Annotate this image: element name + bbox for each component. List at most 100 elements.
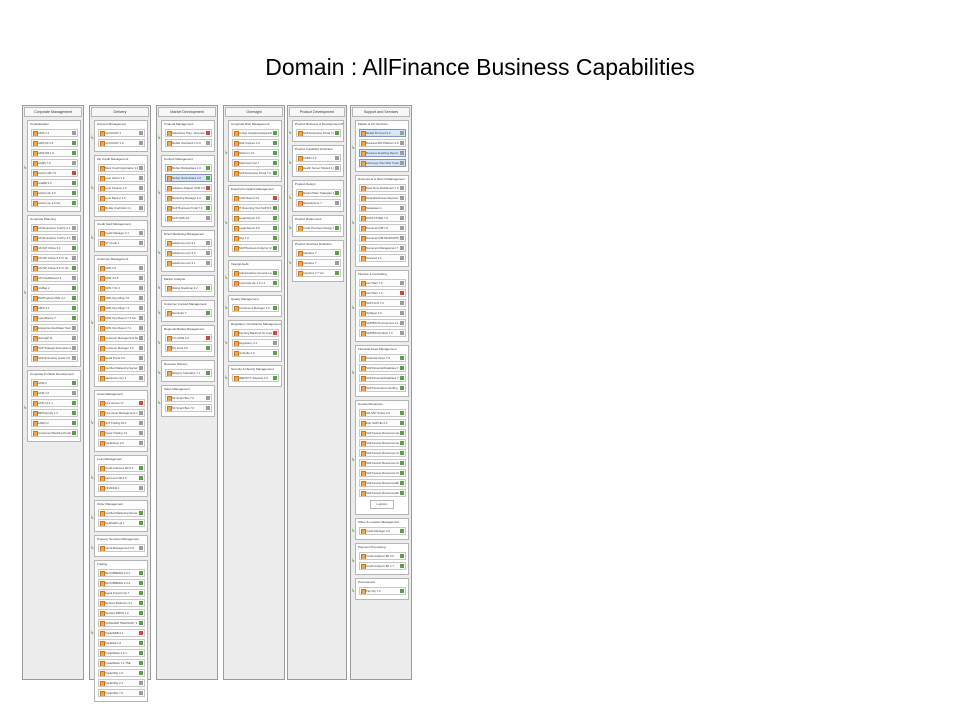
capability-item[interactable]: Renbert RMSS 1.0 [98, 609, 145, 617]
capability-item[interactable]: salesforce.com 5.1 [165, 239, 212, 247]
capability-item[interactable]: SF Smart Bus 7.0 [165, 394, 212, 402]
capability-item[interactable]: Equal Franch Inst 7 [98, 589, 145, 597]
capability-item[interactable]: SAP/BW Procurement 4.1 [359, 319, 406, 327]
capability-item[interactable]: CRM Opp Mngt 7.0 [98, 294, 145, 302]
capability-item[interactable]: Capridex 7 7 Ver [296, 269, 341, 277]
capability-item[interactable]: SUNGARD TREASURY 1.0 [98, 619, 145, 627]
capability-item[interactable]: Business Enabling Report 7.0 [359, 149, 406, 157]
capability-item[interactable]: CRM Opp Report 7.1 [98, 324, 145, 332]
capability-item[interactable]: Customer Management Manager 1 [98, 334, 145, 342]
logistics-box[interactable]: Logistics [370, 500, 394, 509]
capability-item[interactable]: Reg 1.0 [232, 234, 279, 242]
capability-item[interactable]: RiskCon 1.0 [232, 149, 279, 157]
capability-item[interactable]: salesforce.com 9 [98, 374, 145, 382]
capability-item[interactable]: SAP Business Portal 7.0 [165, 204, 212, 212]
capability-item[interactable]: Rating Roadmap 4.2 [165, 284, 212, 292]
capability-item[interactable]: BizzProduce PRE 4.2 [31, 294, 78, 302]
capability-item[interactable]: SAP Strategic Enterprise Management - Bu… [31, 344, 78, 352]
capability-item[interactable]: TradeMarks 7.1 TSE [98, 659, 145, 667]
capability-item[interactable]: Accbrs GL 2.0 Git [31, 199, 78, 207]
capability-item[interactable]: Mobile Marketplace 1.0 [165, 164, 212, 172]
capability-item[interactable]: Manufacturer 7 [296, 199, 341, 207]
capability-item[interactable]: plannigP 11 [31, 334, 78, 342]
capability-item[interactable]: NT Credit 1 [98, 239, 145, 247]
capability-item[interactable]: Document DB MGROOPS 7.0 [359, 234, 406, 242]
capability-item[interactable]: Enterprise DecMaker Stein 7 [31, 324, 78, 332]
capability-item[interactable]: CRM Opp Report 7.0 Ver [98, 314, 145, 322]
capability-item[interactable]: Data Store Dashboard 7.0 [359, 184, 406, 192]
capability-item[interactable]: IDENTITY Advance 1.0 [232, 374, 279, 382]
capability-item[interactable]: CRM 7.01 2 [98, 284, 145, 292]
capability-item[interactable]: Reminder 7 [165, 309, 212, 317]
capability-item[interactable]: Exchange Plan Risk Tracks 9.4 [359, 159, 406, 167]
capability-item[interactable]: Mobile BI Cloud 9.0 [359, 129, 406, 137]
capability-item[interactable]: Investment Banking Portal 1.2 [31, 429, 78, 437]
capability-item[interactable]: Salesforce Tiles - Extension 7.0 [165, 129, 212, 137]
capability-item[interactable]: ASI SP Online 8.5 CI Git [31, 264, 78, 272]
capability-item[interactable]: Acc Plant 7.0 [359, 289, 406, 297]
capability-item[interactable]: Capridex 7 [296, 249, 341, 257]
capability-item[interactable]: AmBap 2 [31, 284, 78, 292]
capability-item[interactable]: SAP Financial Database 7.0 [359, 364, 406, 372]
capability-item[interactable]: SAP Human Resources/Business Data [359, 479, 406, 487]
capability-item[interactable]: SAP/BW Portfolio 7.0 [359, 329, 406, 337]
capability-item[interactable]: Renbert Platforms 2.1 [98, 599, 145, 607]
capability-item[interactable]: Credit Manager 2.0 [359, 527, 406, 535]
capability-item[interactable]: Fine Assure 17 [98, 399, 145, 407]
capability-item[interactable]: Credit Analyzer 8D 1.7 [359, 562, 406, 570]
capability-item[interactable]: SAP Human Resources Online 7.0 [359, 459, 406, 467]
capability-item[interactable]: SAP Human Resources Headquarters 7.0 [359, 439, 406, 447]
capability-item[interactable]: HR SAP Online 2.0 [359, 409, 406, 417]
capability-item[interactable]: Mobile Interfaces 1 N.0 [165, 139, 212, 147]
capability-item[interactable]: TradeMarks 2.0.1 [98, 649, 145, 657]
capability-item[interactable]: OptSpec 2.0 [359, 309, 406, 317]
capability-item[interactable]: SF Smart Bus 7.0 [165, 404, 212, 412]
capability-item[interactable]: Accbrs GB 7.0 [31, 169, 78, 177]
capability-item[interactable]: Fine Asset Management 7.0 [98, 409, 145, 417]
capability-item[interactable]: CRM 2.0 [98, 264, 145, 272]
capability-item[interactable]: Retail Portal 3.0 [98, 354, 145, 362]
capability-item[interactable]: Epic SAP HR 2.0 [359, 419, 406, 427]
capability-item[interactable]: salesforce.com 6.1 [165, 259, 212, 267]
capability-item[interactable]: Market Plate Tradeplan 1.0 [296, 189, 341, 197]
capability-item[interactable]: ACCOUNT 1.0 [98, 139, 145, 147]
capability-item[interactable]: Delivery Calculator 1.1 [165, 369, 212, 377]
capability-item[interactable]: CABIO 2.0 [296, 154, 341, 162]
capability-item[interactable]: Certified Marketing Server 1.0 [98, 509, 145, 517]
capability-item[interactable]: Smart Trading 1.0 [98, 429, 145, 437]
capability-item[interactable]: Accbrs GL 2.0 [31, 189, 78, 197]
capability-item[interactable]: Div Fund 2.0 [165, 344, 212, 352]
capability-item[interactable]: Data Warehouse Reporter 8.1 [359, 194, 406, 202]
capability-item[interactable]: Credit Manager 2.1 [98, 229, 145, 237]
capability-item[interactable]: Capridex 7 [296, 259, 341, 267]
capability-item[interactable]: Certified Marketing Server 1 [98, 364, 145, 372]
capability-item[interactable]: Document Management 7.0 [359, 244, 406, 252]
capability-item[interactable]: SAP Business Analyzer 3.3 [232, 244, 279, 252]
capability-item[interactable]: salesforce.com 6.0 [165, 249, 212, 257]
capability-item[interactable]: Pay Dry 7.0 [359, 587, 406, 595]
capability-item[interactable]: Acc Plant 7.0 [359, 279, 406, 287]
capability-item[interactable]: ASI SP Online 8.5 CI Ite [31, 254, 78, 262]
capability-item[interactable]: Scanned 2.1 [359, 254, 406, 262]
capability-item[interactable]: ACCOUNT 1 [98, 129, 145, 137]
capability-item[interactable]: Legal Report 3.0 [232, 224, 279, 232]
capability-item[interactable]: Mobile Marketplace 2.0 [165, 174, 212, 182]
capability-item[interactable]: ASI IntelliDead 2.4 [31, 274, 78, 282]
capability-item[interactable]: Linkup Analytic/analytics/K Inator 7.0 [232, 129, 279, 137]
capability-item[interactable]: FINANCE 1 [98, 484, 145, 492]
capability-item[interactable]: Adaptive Adapter CMS 2.0 [165, 184, 212, 192]
capability-item[interactable]: Document DB 7.0 [359, 224, 406, 232]
capability-item[interactable]: ARIS DB 1.9 [31, 149, 78, 157]
capability-item[interactable]: TradeOffer 1.0 [98, 669, 145, 677]
capability-item[interactable]: LyserPlanne 7 [31, 314, 78, 322]
capability-item[interactable]: ASIS 7.0 [31, 389, 78, 397]
capability-item[interactable]: SAP Human Resources Headquarters 7.0 [359, 429, 406, 437]
capability-item[interactable]: TradeOffer 7.0 [98, 689, 145, 697]
capability-item[interactable]: FieldStaff Lnd 1 [98, 519, 145, 527]
capability-item[interactable]: SAP Human Resources Online 7.0 [359, 469, 406, 477]
capability-item[interactable]: SAP Enterprise Guide 3.0 [31, 354, 78, 362]
capability-item[interactable]: Credit Analyzer 8D 2.0 [359, 552, 406, 560]
capability-item[interactable]: Regulatory 1.1 [232, 339, 279, 347]
capability-item[interactable]: TradeWEB 2.1 [98, 629, 145, 637]
capability-item[interactable]: ARIS 1.1 [31, 129, 78, 137]
